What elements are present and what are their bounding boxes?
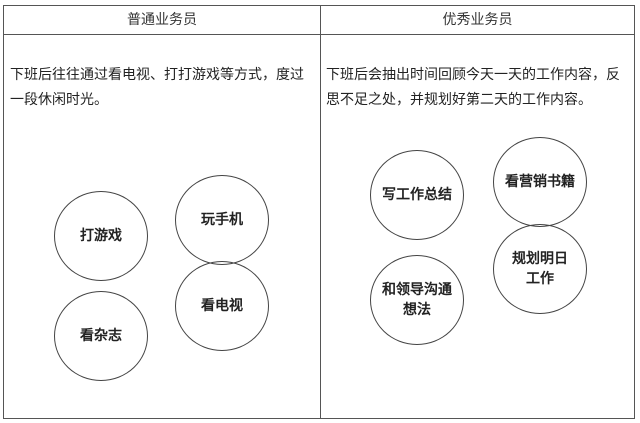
activity-label: 看杂志 [80, 328, 122, 344]
column-header-ordinary: 普通业务员 [127, 12, 197, 28]
activity-circle: 和领导沟通想法 [370, 255, 464, 345]
activity-circle: 看电视 [175, 261, 269, 351]
header-divider [4, 34, 634, 35]
activity-circle: 规划明日工作 [493, 224, 587, 314]
activity-label: 玩手机 [201, 212, 243, 228]
activity-label: 和领导沟通想法 [382, 282, 452, 318]
activity-circle: 写工作总结 [370, 150, 464, 240]
activity-label: 写工作总结 [382, 187, 452, 203]
activity-circle: 玩手机 [175, 175, 269, 265]
activity-label: 打游戏 [80, 228, 122, 244]
activity-label: 看营销书籍 [505, 174, 575, 190]
activity-label: 规划明日工作 [512, 251, 568, 287]
activity-circle: 看杂志 [54, 291, 148, 381]
activity-label: 看电视 [201, 298, 243, 314]
column-header-excellent: 优秀业务员 [442, 12, 513, 28]
column-divider [320, 6, 321, 418]
activity-circle: 打游戏 [54, 191, 148, 281]
description-excellent: 下班后会抽出时间回顾今天一天的工作内容，反思不足之处，并规划好第二天的工作内容。 [326, 67, 620, 108]
activity-circle: 看营销书籍 [493, 137, 587, 227]
comparison-table: 普通业务员 优秀业务员 下班后往往通过看电视、打打游戏等方式，度过一段休闲时光。… [3, 5, 635, 419]
description-ordinary: 下班后往往通过看电视、打打游戏等方式，度过一段休闲时光。 [10, 67, 304, 108]
